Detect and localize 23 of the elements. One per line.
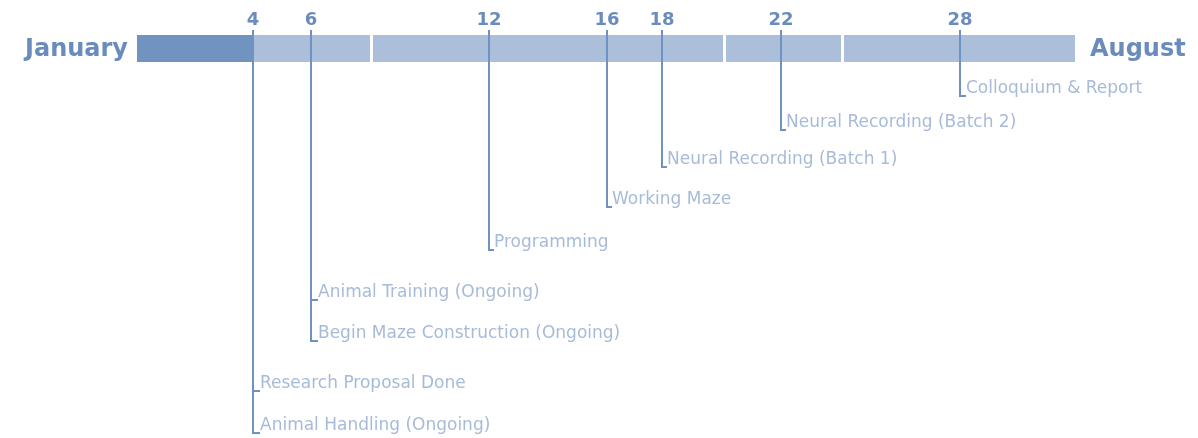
- week-number: 18: [649, 8, 675, 30]
- milestone-label: Begin Maze Construction (Ongoing): [318, 321, 621, 343]
- week-number: 6: [304, 8, 318, 30]
- milestone-label: Neural Recording (Batch 2): [786, 110, 1017, 132]
- timeline-marker-line: [959, 29, 967, 97]
- milestone-label: Animal Handling (Ongoing): [260, 413, 491, 435]
- week-number: 4: [246, 8, 260, 30]
- timeline-marker-line: [488, 29, 495, 251]
- milestone-label: Animal Training (Ongoing): [318, 280, 540, 302]
- week-number: 16: [594, 8, 620, 30]
- month-label: January: [25, 33, 128, 63]
- milestone-label: Programming: [494, 230, 609, 252]
- timeline-marker-line: [606, 29, 613, 208]
- week-number: 22: [768, 8, 794, 30]
- week-number: 28: [947, 8, 973, 30]
- milestone-label: Working Maze: [612, 187, 732, 209]
- milestone-label: Research Proposal Done: [260, 371, 466, 393]
- timeline-marker-line: [661, 29, 668, 168]
- milestone-label: Neural Recording (Batch 1): [667, 147, 898, 169]
- week-number: 12: [476, 8, 502, 30]
- timeline-marker-line: [780, 29, 787, 131]
- milestone-label: Colloquium & Report: [966, 76, 1143, 98]
- month-label: August: [1090, 33, 1186, 63]
